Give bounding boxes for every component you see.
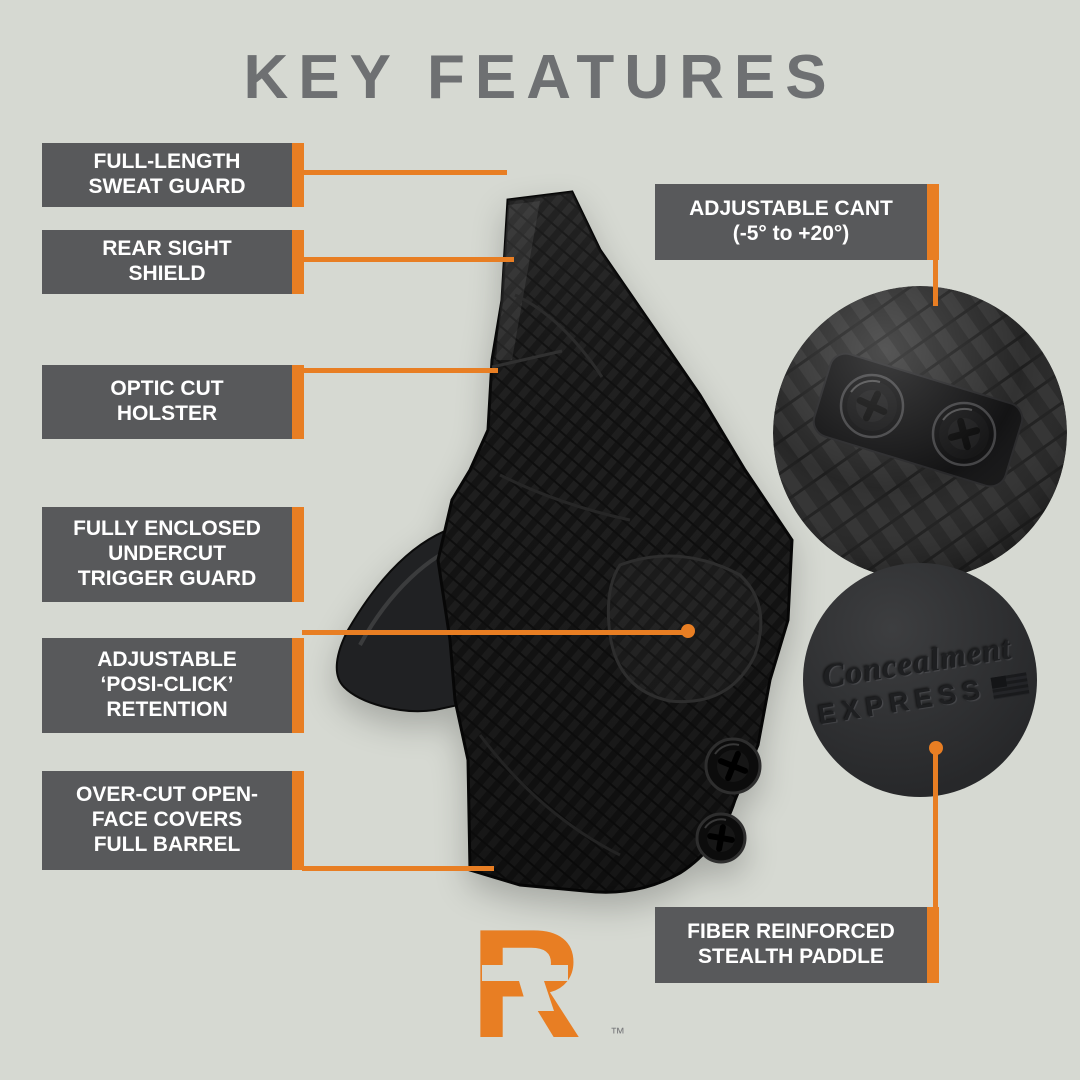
callout-label: OPTIC CUT HOLSTER bbox=[110, 377, 224, 425]
callout-label: FULL-LENGTH SWEAT GUARD bbox=[88, 150, 246, 198]
connector-trigger-guard bbox=[302, 630, 688, 635]
connector-rear-sight bbox=[302, 257, 514, 262]
cant-screws-photo bbox=[773, 286, 1067, 580]
holster-body bbox=[436, 190, 794, 894]
concealment-express-stamp: Concealment EXPRESS bbox=[810, 629, 1030, 731]
callout-label: FULLY ENCLOSED UNDERCUT TRIGGER GUARD bbox=[73, 517, 261, 590]
connector-sweat-guard bbox=[302, 170, 507, 175]
callout-label: ADJUSTABLE ‘POSI-CLICK’ RETENTION bbox=[97, 648, 237, 721]
connector-over-cut bbox=[302, 866, 494, 871]
pistol-cutout-icon bbox=[482, 965, 568, 1011]
callout-optic-cut-holster: OPTIC CUT HOLSTER bbox=[42, 365, 304, 439]
callout-fiber-reinforced-paddle: FIBER REINFORCED STEALTH PADDLE bbox=[655, 907, 939, 983]
callout-label: ADJUSTABLE CANT (-5° to +20°) bbox=[689, 197, 893, 245]
slide-highlight bbox=[496, 201, 540, 360]
page-title: KEY FEATURES bbox=[243, 43, 837, 112]
connector-cant bbox=[933, 260, 938, 306]
callout-undercut-trigger-guard: FULLY ENCLOSED UNDERCUT TRIGGER GUARD bbox=[42, 507, 304, 602]
retention-screw-top bbox=[704, 737, 762, 795]
holster-photo bbox=[335, 190, 794, 894]
connector-optic-cut bbox=[302, 368, 498, 373]
brand-logo-r: R ™ bbox=[470, 897, 625, 1070]
retention-screw-bottom bbox=[695, 812, 747, 864]
trademark-symbol: ™ bbox=[610, 1025, 625, 1042]
callout-label: FIBER REINFORCED STEALTH PADDLE bbox=[687, 920, 895, 968]
connector-paddle bbox=[933, 752, 938, 907]
callout-rear-sight-shield: REAR SIGHT SHIELD bbox=[42, 230, 304, 294]
pointer-dot-paddle bbox=[929, 741, 943, 755]
pointer-dot-trigger-guard bbox=[681, 624, 695, 638]
callout-adjustable-cant: ADJUSTABLE CANT (-5° to +20°) bbox=[655, 184, 939, 260]
flag-icon bbox=[990, 671, 1030, 700]
brand-stamp-inset: Concealment EXPRESS bbox=[803, 563, 1037, 797]
callout-over-cut-open-face: OVER-CUT OPEN- FACE COVERS FULL BARREL bbox=[42, 771, 304, 870]
callout-label: OVER-CUT OPEN- FACE COVERS FULL BARREL bbox=[75, 783, 258, 856]
brand-logo: R ™ bbox=[462, 897, 632, 1070]
callout-posi-click-retention: ADJUSTABLE ‘POSI-CLICK’ RETENTION bbox=[42, 638, 304, 733]
callout-label: REAR SIGHT SHIELD bbox=[102, 237, 232, 285]
callout-full-length-sweat-guard: FULL-LENGTH SWEAT GUARD bbox=[42, 143, 304, 207]
cant-hardware-inset bbox=[773, 286, 1067, 580]
